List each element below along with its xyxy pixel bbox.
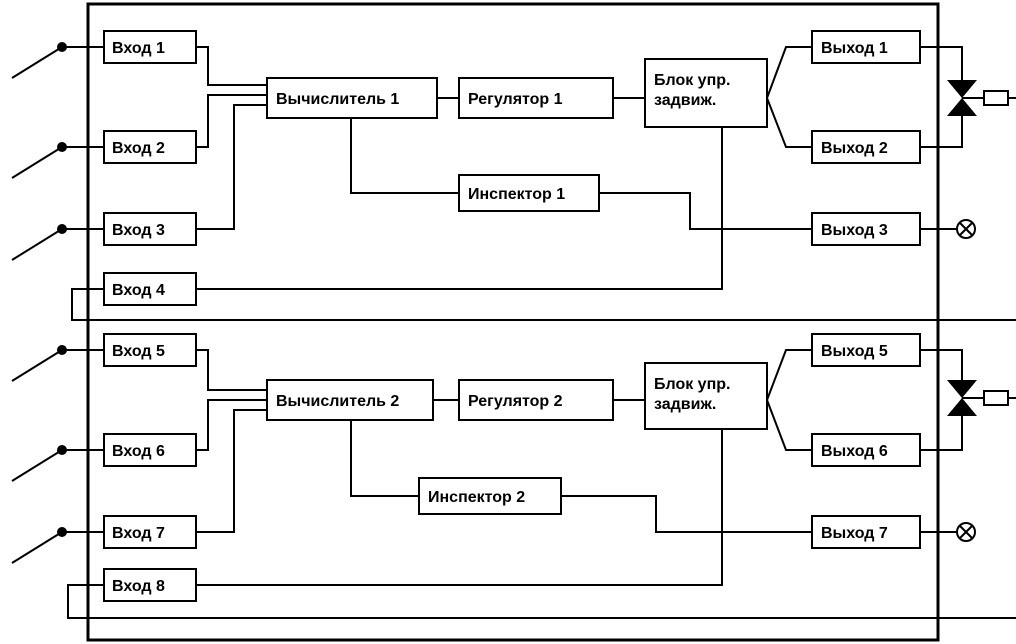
valve-control-box bbox=[644, 58, 768, 128]
input-box bbox=[103, 433, 197, 467]
sensor-icon bbox=[11, 527, 104, 564]
input-label: Вход 3 bbox=[112, 222, 165, 239]
output-box bbox=[811, 333, 921, 367]
calculator-box bbox=[266, 379, 434, 421]
input-label: Вход 2 bbox=[112, 140, 165, 157]
input-label: Вход 8 bbox=[112, 578, 165, 595]
sensor-icon bbox=[11, 224, 104, 261]
input-box bbox=[103, 515, 197, 549]
sensor-icon bbox=[11, 42, 104, 79]
input-box bbox=[103, 272, 197, 306]
inspector-label: Инспектор 1 bbox=[468, 186, 565, 203]
sensor-icon bbox=[11, 445, 104, 482]
output-label: Выход 5 bbox=[821, 343, 888, 360]
output-box bbox=[811, 130, 921, 164]
input-label: Вход 7 bbox=[112, 525, 165, 542]
output-label: Выход 7 bbox=[821, 525, 888, 542]
output-label: Выход 2 bbox=[821, 140, 888, 157]
inspector-box bbox=[418, 477, 562, 515]
regulator-label: Регулятор 2 bbox=[468, 393, 563, 410]
lamp-icon bbox=[956, 219, 976, 239]
output-box bbox=[811, 212, 921, 246]
regulator-label: Регулятор 1 bbox=[468, 91, 563, 108]
output-label: Выход 3 bbox=[821, 222, 888, 239]
input-label: Вход 1 bbox=[112, 40, 165, 57]
channel-2: Вход 5 Вход 6 Вход 7 Вход 8 Вычислитель … bbox=[11, 333, 1016, 619]
output-box bbox=[811, 433, 921, 467]
valve-control-label: задвиж. bbox=[654, 92, 716, 109]
channel-1: Вход 1 Вход 2 Вход 3 Вход 4 Вычислитель … bbox=[11, 30, 1016, 321]
sensor-icon bbox=[11, 345, 104, 382]
output-label: Выход 6 bbox=[821, 443, 888, 460]
valve-control-label: Блок упр. bbox=[654, 72, 730, 89]
calculator-label: Вычислитель 2 bbox=[276, 393, 399, 410]
regulator-box bbox=[458, 379, 614, 421]
output-label: Выход 1 bbox=[821, 40, 888, 57]
calculator-label: Вычислитель 1 bbox=[276, 91, 399, 108]
input-box bbox=[103, 333, 197, 367]
valve-icon bbox=[947, 80, 1016, 116]
valve-control-box bbox=[644, 362, 768, 430]
input-label: Вход 4 bbox=[112, 282, 165, 299]
input-box bbox=[103, 568, 197, 602]
sensor-icon bbox=[11, 142, 104, 179]
regulator-box bbox=[458, 77, 614, 119]
input-box bbox=[103, 212, 197, 246]
lamp-icon bbox=[956, 522, 976, 542]
valve-icon bbox=[947, 380, 1016, 416]
output-box bbox=[811, 515, 921, 549]
device-frame bbox=[86, 2, 940, 642]
input-label: Вход 6 bbox=[112, 443, 165, 460]
output-box bbox=[811, 30, 921, 64]
input-box bbox=[103, 30, 197, 64]
inspector-box bbox=[458, 174, 600, 212]
input-box bbox=[103, 130, 197, 164]
inspector-label: Инспектор 2 bbox=[428, 489, 525, 506]
input-label: Вход 5 bbox=[112, 343, 165, 360]
valve-control-label: задвиж. bbox=[654, 396, 716, 413]
calculator-box bbox=[266, 77, 438, 119]
valve-control-label: Блок упр. bbox=[654, 376, 730, 393]
